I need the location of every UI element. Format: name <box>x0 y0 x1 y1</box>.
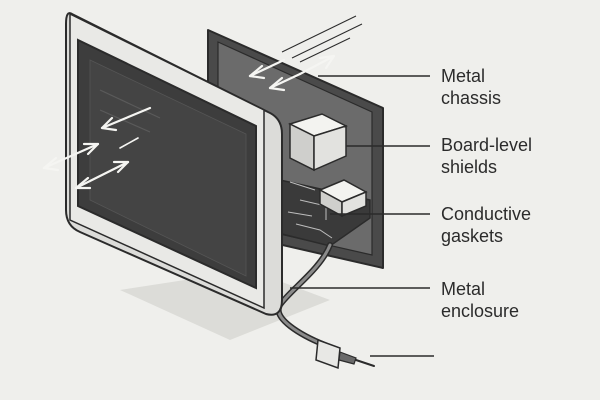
label-board-level-shields-line2: shields <box>441 157 498 177</box>
label-metal-enclosure-line2: enclosure <box>441 301 520 321</box>
leader-lines <box>290 75 434 357</box>
label-metal-chassis: Metal chassis <box>441 65 501 109</box>
label-board-level-shields-line1: Board-level <box>441 135 533 155</box>
label-board-level-shields: Board-level shields <box>441 134 532 178</box>
board-level-shield-upper <box>288 113 348 172</box>
label-metal-enclosure-line1: Metal <box>441 279 486 299</box>
emi-streaks <box>281 15 363 63</box>
label-conductive-gaskets: Conductive gaskets <box>441 203 531 247</box>
label-metal-enclosure: Metal enclosure <box>441 278 519 322</box>
label-conductive-gaskets-line2: gaskets <box>441 226 504 246</box>
emi-arrows-chassis <box>248 54 336 92</box>
emi-arrows-screen <box>42 106 152 190</box>
board-level-shield-lower <box>318 179 368 218</box>
metal-enclosure <box>65 12 283 316</box>
label-conductive-gaskets-line1: Conductive <box>441 204 532 224</box>
label-metal-chassis-line1: Metal <box>441 66 486 86</box>
label-metal-chassis-line2: chassis <box>441 88 502 108</box>
